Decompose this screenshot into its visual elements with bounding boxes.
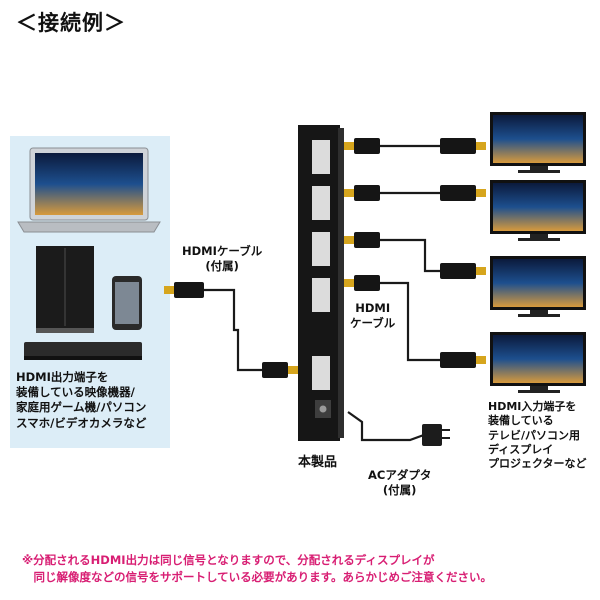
plug-tv3 [440, 263, 486, 279]
video-recorder-icon [24, 342, 142, 360]
plug-tv4 [440, 352, 486, 368]
laptop-icon [17, 147, 161, 233]
plug-out2-product [344, 185, 380, 201]
hdmi-splitter-icon [298, 125, 344, 441]
cable-out3-to-tv3 [379, 238, 440, 273]
smartphone-icon [112, 276, 142, 330]
page-title: ＜接続例＞ [16, 11, 126, 35]
product-label: 本製品 [298, 455, 338, 470]
plug-tv2 [440, 185, 486, 201]
plug-out1-product [344, 138, 380, 154]
hdmi-cable-label: HDMI ケーブル [350, 301, 396, 331]
plug-out3-product [344, 232, 380, 248]
cable-power [347, 411, 433, 442]
cable-out4-to-tv4 [379, 281, 440, 362]
game-console-icon [36, 246, 94, 333]
cables [203, 144, 440, 442]
source-devices-label: HDMI出力端子を 装備している映像機器/ 家庭用ゲーム機/パソコン スマホ/ビ… [16, 370, 147, 430]
ac-adapter-icon [422, 424, 450, 446]
tv-2-icon [490, 180, 586, 241]
footnote: ※分配されるHDMI出力は同じ信号となりますので、分配されるディスプレイが 同じ… [22, 553, 492, 584]
plug-tv1 [440, 138, 486, 154]
tv-4-icon [490, 332, 586, 393]
cable-source-to-product [203, 288, 262, 372]
tv-1-icon [490, 112, 586, 173]
ac-adapter-label: ACアダプタ (付属) [368, 468, 432, 498]
plug-out4-product [344, 275, 380, 291]
hdmi-cable-included-label: HDMIケーブル (付属) [182, 244, 263, 274]
tv-3-icon [490, 256, 586, 317]
display-devices-label: HDMI入力端子を 装備している テレビ/パソコン用 ディスプレイ プロジェクタ… [488, 400, 587, 471]
plug-input-end [262, 362, 298, 378]
plug-source-end [164, 282, 204, 298]
